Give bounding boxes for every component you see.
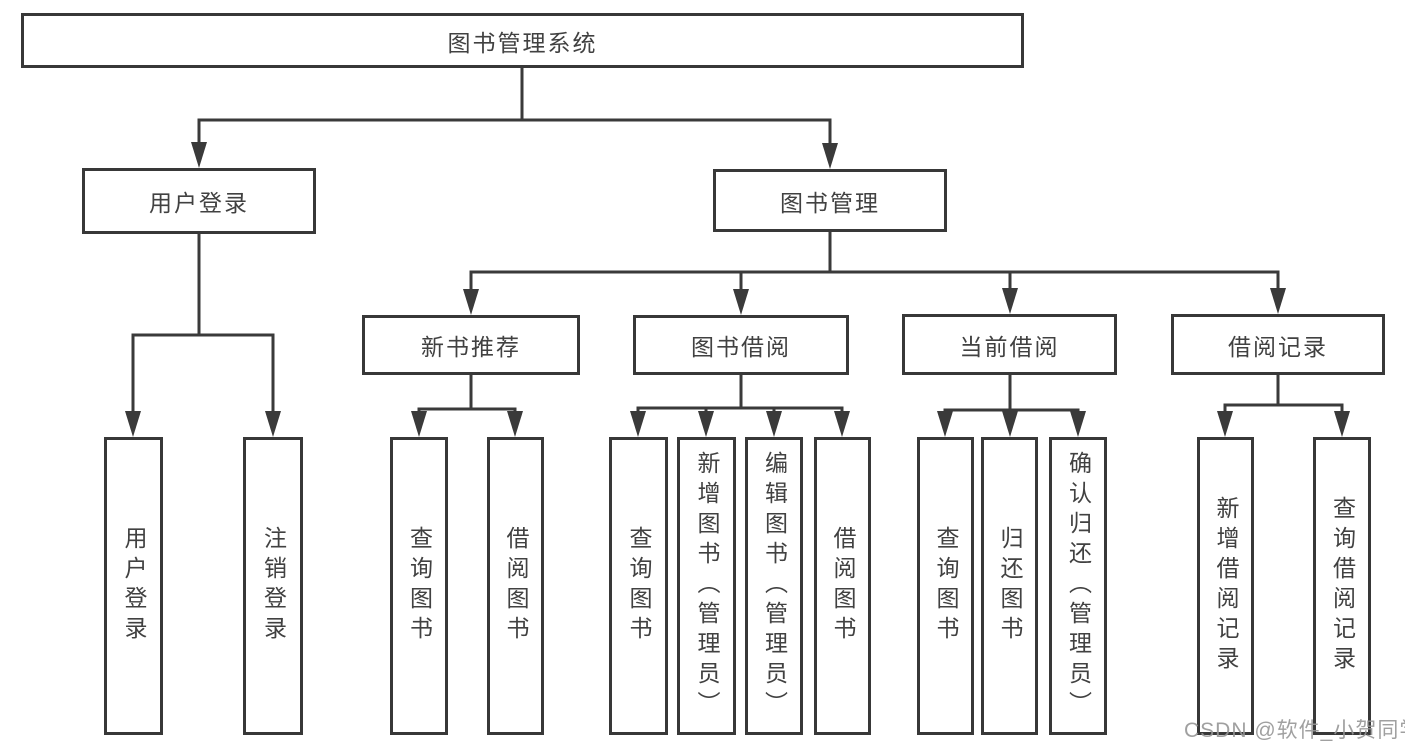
leaf-borrow-books: 借阅图书: [814, 437, 871, 735]
node-borrowing-records: 借阅记录: [1171, 314, 1385, 375]
node-library-management-system: 图书管理系统: [21, 13, 1024, 68]
leaf-add-books-admin: 新增图书（管理员）: [677, 437, 736, 735]
node-user-login: 用户登录: [82, 168, 316, 234]
leaf-add-borrow-record: 新增借阅记录: [1197, 437, 1254, 735]
node-book-borrowing: 图书借阅: [633, 315, 849, 375]
leaf-confirm-return-admin: 确认归还（管理员）: [1049, 437, 1107, 735]
leaf-borrow-books-recommend: 借阅图书: [487, 437, 544, 735]
leaf-edit-books-admin: 编辑图书（管理员）: [745, 437, 803, 735]
leaf-user-login: 用户登录: [104, 437, 163, 735]
node-current-borrowing: 当前借阅: [902, 314, 1117, 375]
leaf-query-books-current: 查询图书: [917, 437, 974, 735]
leaf-logout: 注销登录: [243, 437, 303, 735]
leaf-query-books-recommend: 查询图书: [390, 437, 448, 735]
node-new-book-recommend: 新书推荐: [362, 315, 580, 375]
node-book-management: 图书管理: [713, 169, 947, 232]
leaf-query-borrow-record: 查询借阅记录: [1313, 437, 1371, 735]
csdn-watermark: CSDN @软件_小贺同学: [1184, 719, 1405, 742]
leaf-return-books: 归还图书: [981, 437, 1038, 735]
leaf-query-books-borrowing: 查询图书: [609, 437, 668, 735]
